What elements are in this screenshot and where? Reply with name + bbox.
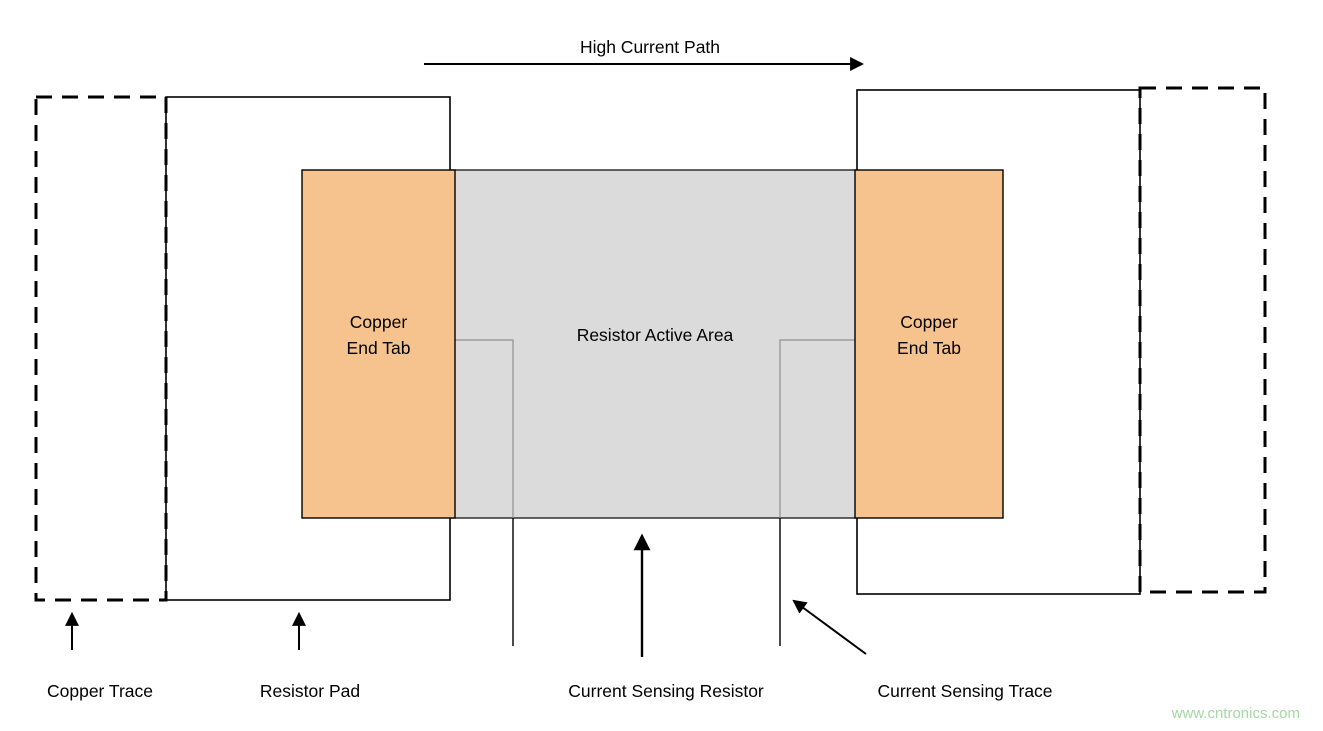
copper-end-tab-left-label: Copper End Tab — [346, 312, 411, 358]
current-sensing-trace-label: Current Sensing Trace — [877, 681, 1053, 701]
copper-end-tab-right-shape — [854, 169, 1004, 519]
current-sensing-resistor-label: Current Sensing Resistor — [568, 681, 764, 701]
resistor-active-area-shape — [449, 169, 859, 519]
high-current-path-label: High Current Path — [579, 37, 721, 57]
sense-trace-notch-right — [779, 339, 855, 518]
current-sensing-trace-arrow — [792, 599, 867, 655]
copper-trace-right-outline — [1138, 86, 1267, 594]
copper-end-tab-right-label: Copper End Tab — [897, 312, 961, 358]
resistor-pad-label: Resistor Pad — [259, 681, 361, 701]
resistor-active-area-label: Resistor Active Area — [576, 325, 734, 345]
sense-trace-notch-left — [455, 339, 514, 518]
copper-end-tab-left-shape — [301, 169, 456, 519]
copper-trace-label: Copper Trace — [46, 681, 154, 701]
watermark: www.cntronics.com — [1171, 705, 1300, 722]
copper-trace-left-outline — [34, 95, 168, 602]
